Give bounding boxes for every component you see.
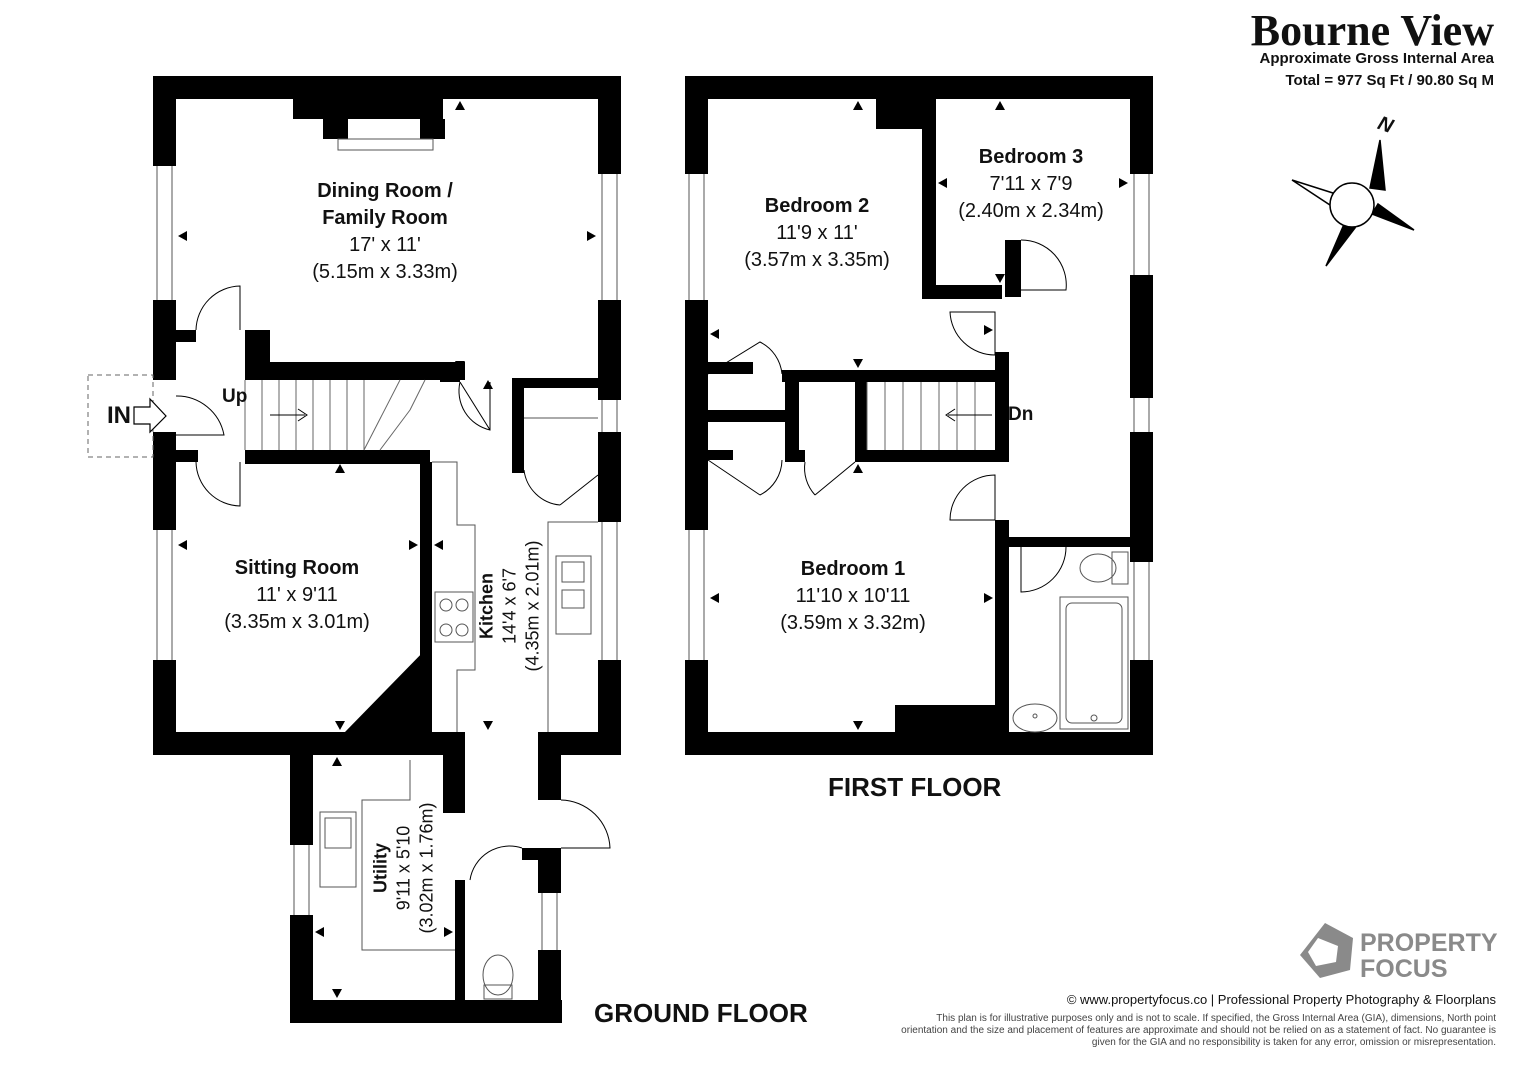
ground-floor-windows	[156, 138, 618, 950]
bedroom-3-label: Bedroom 3 7'11 x 7'9 (2.40m x 2.34m)	[958, 144, 1104, 225]
bedroom-1-metric: (3.59m x 3.32m)	[780, 612, 926, 634]
stairs-down-label: Dn	[1008, 404, 1034, 425]
sitting-room-imperial: 11' x 9'11	[256, 584, 338, 606]
brand-line-2: FOCUS	[1360, 955, 1448, 983]
sitting-room-label: Sitting Room 11' x 9'11 (3.35m x 3.01m)	[224, 555, 370, 636]
bedroom-3-imperial: 7'11 x 7'9	[989, 173, 1073, 195]
utility-fittings	[319, 760, 514, 1000]
bathroom-fittings	[1012, 551, 1129, 733]
utility-metric: (3.02m x 1.76m)	[416, 802, 437, 934]
stairs-up-label: Up	[222, 386, 248, 407]
bedroom-2-imperial: 11'9 x 11'	[776, 222, 858, 244]
area-total: Total = 977 Sq Ft / 90.80 Sq M	[1285, 72, 1494, 89]
kitchen-imperial: 14'4 x 6'7	[499, 568, 520, 644]
utility-imperial: 9'11 x 5'10	[393, 825, 414, 911]
entrance-label: IN	[107, 402, 131, 429]
kitchen-label: Kitchen 14'4 x 6'7 (4.35m x 2.01m)	[476, 540, 545, 671]
entrance-porch	[87, 374, 154, 458]
kitchen-fittings	[432, 417, 598, 732]
sitting-room-metric: (3.35m x 3.01m)	[224, 611, 370, 633]
property-title: Bourne View	[1250, 6, 1494, 55]
compass-icon	[1291, 139, 1415, 267]
ground-floor-label: GROUND FLOOR	[594, 998, 808, 1028]
dining-room-label: Dining Room / Family Room 17' x 11' (5.1…	[312, 178, 458, 286]
copyright-line: © www.propertyfocus.co | Professional Pr…	[1066, 992, 1496, 1007]
entrance-arrow-icon	[133, 397, 167, 434]
ground-floor-walls	[153, 76, 621, 1023]
kitchen-name: Kitchen	[476, 572, 497, 640]
ground-floor-doors	[175, 285, 611, 881]
bedroom-2-name: Bedroom 2	[764, 195, 870, 217]
dining-room-metric: (5.15m x 3.33m)	[312, 261, 458, 283]
first-floor-stairs	[866, 382, 992, 450]
bedroom-1-label: Bedroom 1 11'10 x 10'11 (3.59m x 3.32m)	[780, 556, 926, 637]
first-floor-doors	[707, 239, 1067, 593]
bedroom-2-label: Bedroom 2 11'9 x 11' (3.57m x 3.35m)	[744, 193, 890, 274]
dimension-arrows	[178, 101, 1128, 998]
bedroom-1-name: Bedroom 1	[800, 558, 906, 580]
property-focus-logo-icon	[1300, 923, 1353, 978]
dining-room-name-1: Dining Room /	[317, 180, 453, 202]
bedroom-3-name: Bedroom 3	[978, 146, 1084, 168]
sitting-room-name: Sitting Room	[234, 557, 360, 579]
disclaimer-text: This plan is for illustrative purposes o…	[901, 1013, 1496, 1048]
dining-room-name-2: Family Room	[322, 207, 448, 229]
bedroom-2-metric: (3.57m x 3.35m)	[744, 249, 890, 271]
ground-floor-stairs	[244, 379, 426, 451]
utility-name: Utility	[370, 842, 391, 894]
area-subtitle: Approximate Gross Internal Area	[1259, 50, 1494, 67]
bedroom-3-metric: (2.40m x 2.34m)	[958, 200, 1104, 222]
utility-label: Utility 9'11 x 5'10 (3.02m x 1.76m)	[370, 802, 439, 933]
dining-room-imperial: 17' x 11'	[349, 234, 421, 256]
brand-name: PROPERTY FOCUS	[1360, 930, 1498, 982]
first-floor-label: FIRST FLOOR	[828, 772, 1002, 802]
kitchen-metric: (4.35m x 2.01m)	[522, 540, 543, 672]
first-floor-windows	[688, 174, 1150, 660]
bedroom-1-imperial: 11'10 x 10'11	[795, 585, 911, 607]
brand-line-1: PROPERTY	[1360, 929, 1498, 957]
first-floor-walls	[685, 76, 1153, 755]
